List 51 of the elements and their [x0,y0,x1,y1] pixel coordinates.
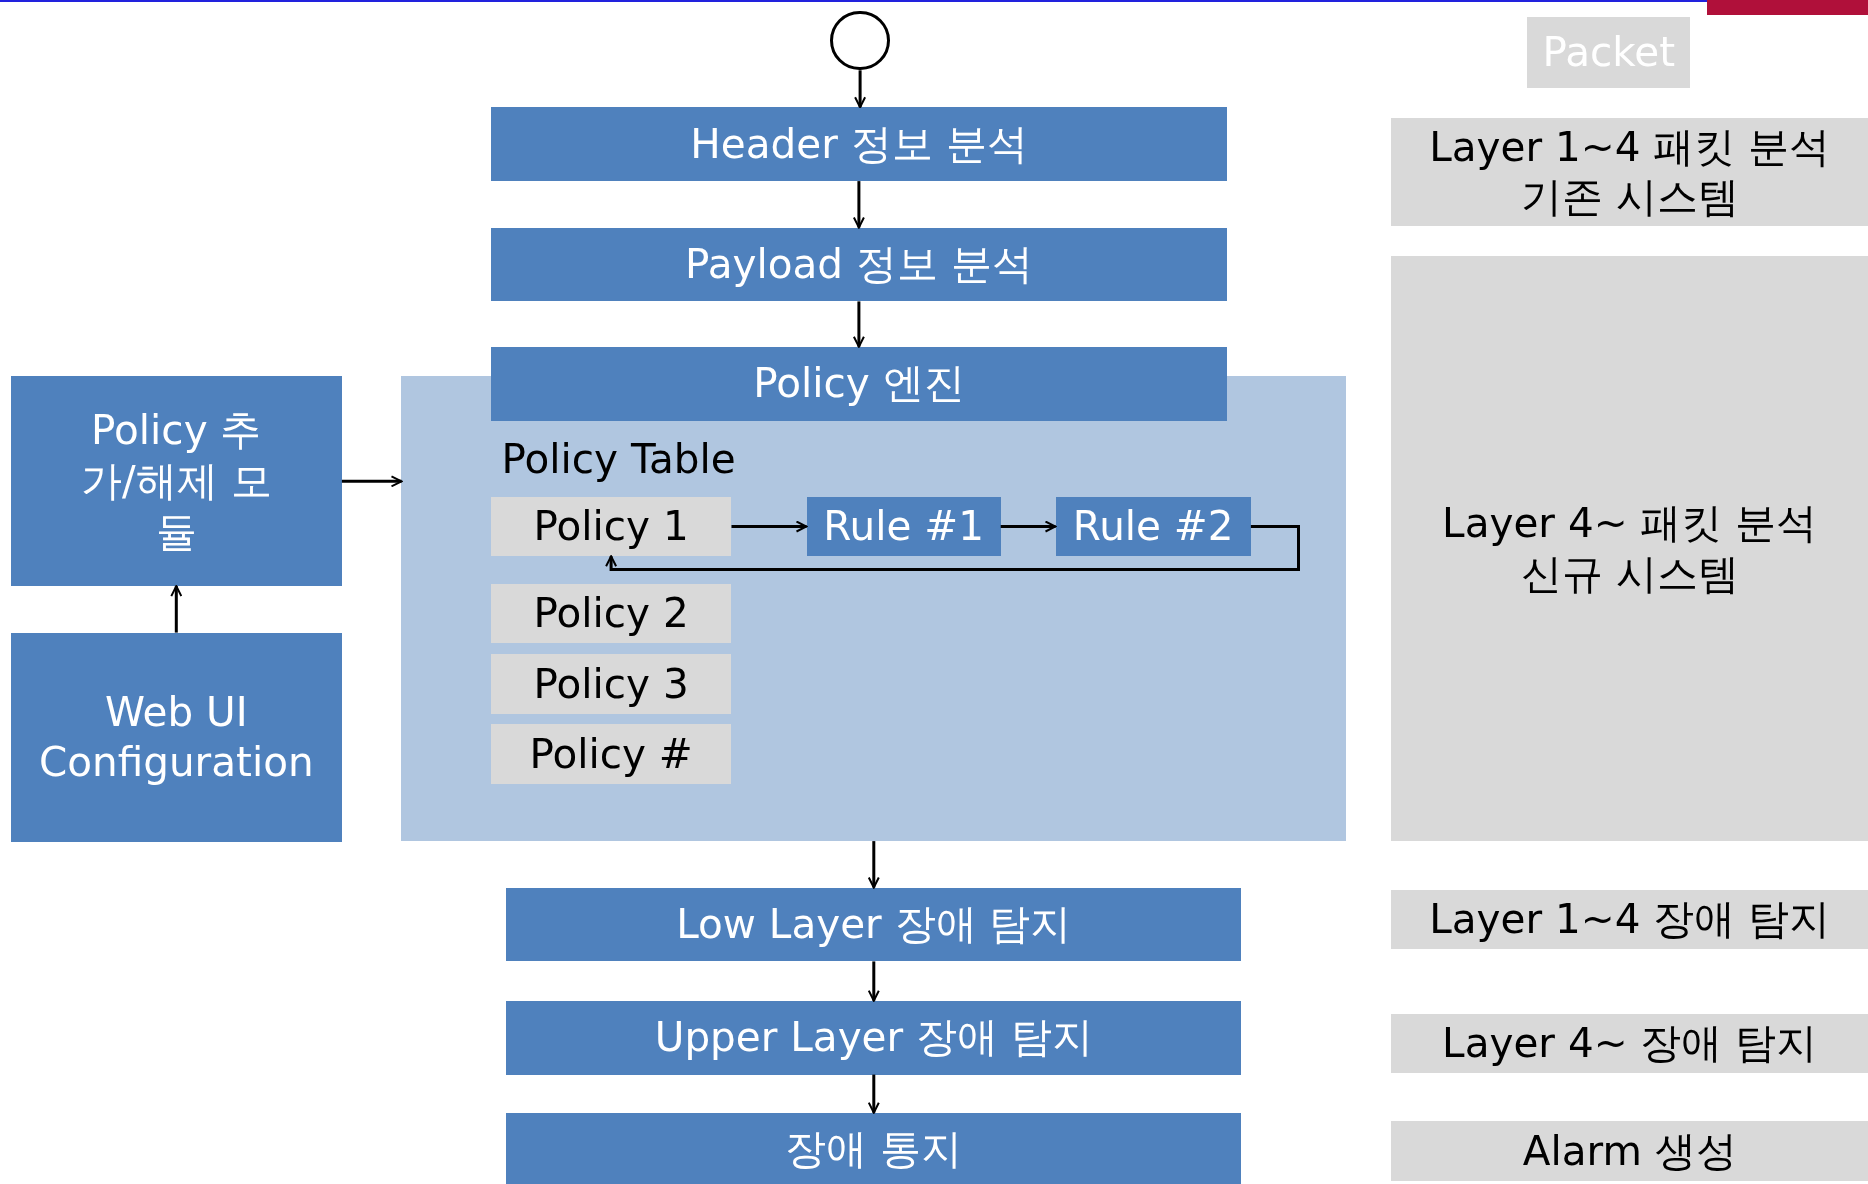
box-label: Policy # [529,728,693,780]
box-label: Low Layer 장애 탐지 [676,899,1072,950]
arrow [867,1074,880,1114]
process-box [490,107,1228,182]
box-label: Layer 4~ 장애 탐지 [1442,1018,1818,1069]
policy-box [490,583,732,644]
policy-box [490,654,732,714]
box-label: Policy 3 [533,658,689,710]
process-box [490,227,1228,302]
box-label: Policy 엔진 [753,358,965,409]
arrow [1000,520,1057,533]
box-label: Layer 1~4 장애 탐지 [1429,894,1831,945]
layer-description-box [1391,117,1868,227]
process-box [506,1112,1242,1184]
process-box [806,496,1001,557]
box-label: Policy 추가/해제 모듈 [80,405,273,558]
box-label: Policy 2 [533,588,689,639]
arrow [852,301,865,348]
process-box [1055,496,1251,557]
arrow [852,181,865,229]
layer-description-box [1391,256,1868,842]
policy-box [490,724,732,784]
arrow [605,525,1300,571]
process-box [506,1000,1242,1075]
arrow [341,475,403,488]
arrow [170,585,183,633]
process-box [10,632,342,843]
box-label: Rule #2 [1072,501,1234,552]
layer-description-box [1391,889,1868,950]
layer-description-box [1391,1013,1868,1074]
box-label: Alarm 생성 [1522,1125,1737,1177]
box-label: Layer 1~4 패킷 분석 기존 시스템 [1428,121,1832,223]
arrow [854,70,867,109]
box-label: Web UI Configuration [37,686,315,789]
process-box [506,887,1242,962]
box-label: Payload 정보 분석 [685,239,1033,290]
process-box [490,346,1228,421]
box-label: Upper Layer 장애 탐지 [654,1012,1093,1063]
box-label: 장애 통지 [785,1124,963,1175]
box-label: Policy 1 [533,501,689,552]
box-label: Layer 4~ 패킷 분석 신규 시스템 [1441,497,1819,600]
arrow [867,841,880,889]
arrow [867,961,880,1002]
table-heading: Policy Table [501,433,736,485]
process-box [10,376,342,587]
policy-box [490,496,732,557]
layer-description-box [1391,1121,1868,1181]
box-label: Header 정보 분석 [690,118,1028,170]
arrow [731,520,808,533]
box-label: Rule #1 [823,501,984,552]
packet-tag [1527,16,1691,89]
